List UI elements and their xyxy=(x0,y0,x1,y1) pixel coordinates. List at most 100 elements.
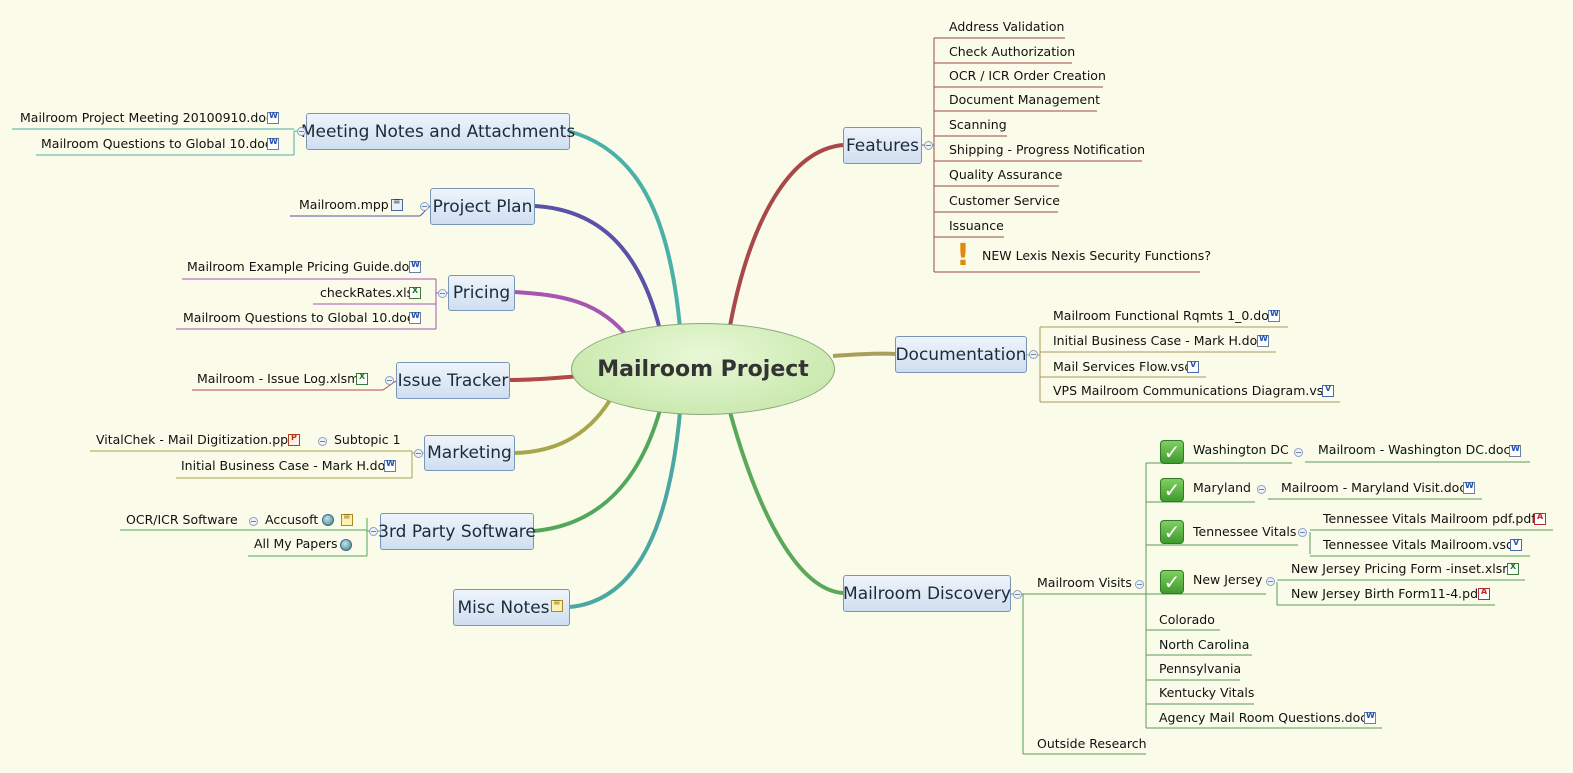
task-complete-check-icon[interactable]: ✓ xyxy=(1160,440,1184,464)
collapse-toggle[interactable] xyxy=(1266,577,1275,586)
topic-label: Misc Notes xyxy=(457,597,550,618)
attachment-link[interactable]: Tennessee Vitals Mailroom.vsd xyxy=(1323,537,1514,552)
topic-mailroom-discovery[interactable]: Mailroom Discovery xyxy=(843,575,1011,612)
pdf-icon xyxy=(1478,587,1490,600)
attachment-link[interactable]: VitalChek - Mail Digitization.ppt xyxy=(96,432,293,447)
subtopic-label[interactable]: Outside Research xyxy=(1037,736,1147,751)
topic-label: Pricing xyxy=(452,283,511,303)
state-visit[interactable]: Pennsylvania xyxy=(1159,661,1242,676)
feature-item[interactable]: Address Validation xyxy=(949,19,1065,34)
task-complete-check-icon[interactable]: ✓ xyxy=(1160,478,1184,502)
state-visit[interactable]: Tennessee Vitals xyxy=(1193,524,1297,539)
word-doc-icon xyxy=(384,459,396,472)
task-complete-check-icon[interactable]: ✓ xyxy=(1160,570,1184,594)
attachment-link[interactable]: VPS Mailroom Communications Diagram.vsd xyxy=(1053,383,1332,398)
collapse-toggle[interactable] xyxy=(297,127,306,136)
feature-item[interactable]: OCR / ICR Order Creation xyxy=(949,68,1106,83)
topic-documentation[interactable]: Documentation xyxy=(895,336,1027,373)
attachment-link[interactable]: Mailroom Project Meeting 20100910.doc xyxy=(20,110,273,125)
topic-label: Marketing xyxy=(427,443,512,463)
subtopic-label[interactable]: Mailroom Visits xyxy=(1037,575,1132,590)
collapse-toggle[interactable] xyxy=(414,449,423,458)
state-visit[interactable]: North Carolina xyxy=(1159,637,1250,652)
web-link-icon xyxy=(322,514,334,526)
topic-features[interactable]: Features xyxy=(843,127,922,164)
attachment-link[interactable]: Mailroom Questions to Global 10.doc xyxy=(183,310,414,325)
attachment-link[interactable]: New Jersey Pricing Form -inset.xlsm xyxy=(1291,561,1515,576)
collapse-toggle[interactable] xyxy=(1298,528,1307,537)
collapse-toggle[interactable] xyxy=(438,289,447,298)
attachment-link[interactable]: checkRates.xls xyxy=(320,285,414,300)
topic-label: Features xyxy=(845,135,920,156)
task-complete-check-icon[interactable]: ✓ xyxy=(1160,520,1184,544)
feature-item[interactable]: Document Management xyxy=(949,92,1101,107)
state-visit[interactable]: Kentucky Vitals xyxy=(1159,685,1255,700)
word-doc-icon xyxy=(1463,481,1475,494)
excel-icon xyxy=(356,372,368,385)
topic-label: Mailroom Discovery xyxy=(843,583,1011,604)
collapse-toggle[interactable] xyxy=(1257,485,1266,494)
collapse-toggle[interactable] xyxy=(1029,350,1038,359)
collapse-toggle[interactable] xyxy=(1135,580,1144,589)
feature-item[interactable]: NEW Lexis Nexis Security Functions? xyxy=(982,248,1211,263)
subtopic-label[interactable]: Accusoft xyxy=(265,512,319,527)
topic-3rd-party-software[interactable]: 3rd Party Software xyxy=(378,513,536,550)
word-doc-icon xyxy=(267,111,279,124)
state-visit[interactable]: New Jersey xyxy=(1193,572,1263,587)
collapse-toggle[interactable] xyxy=(385,376,394,385)
collapse-toggle[interactable] xyxy=(924,141,933,150)
attachment-link[interactable]: Mailroom.mpp xyxy=(299,197,389,212)
note-icon xyxy=(341,512,353,526)
collapse-toggle[interactable] xyxy=(249,517,258,526)
attachment-link[interactable]: Mailroom - Maryland Visit.doc xyxy=(1281,480,1467,495)
attachment-link[interactable]: Mailroom Questions to Global 10.doc xyxy=(41,136,272,151)
collapse-toggle[interactable] xyxy=(318,437,327,446)
priority-exclamation-icon: ! xyxy=(956,238,970,273)
pdf-icon xyxy=(1534,512,1546,525)
subtopic-label[interactable]: OCR/ICR Software xyxy=(126,512,238,527)
visio-icon xyxy=(1510,538,1522,551)
attachment-link[interactable]: Initial Business Case - Mark H.doc xyxy=(1053,333,1265,348)
topic-label: Issue Tracker xyxy=(397,370,509,391)
feature-item[interactable]: Issuance xyxy=(949,218,1004,233)
state-visit[interactable]: Colorado xyxy=(1159,612,1215,627)
attachment-link[interactable]: Mailroom - Issue Log.xlsm xyxy=(197,371,360,386)
feature-item[interactable]: Check Authorization xyxy=(949,44,1076,59)
attachment-link[interactable]: Mailroom - Washington DC.doc xyxy=(1318,442,1511,457)
word-doc-icon xyxy=(409,260,421,273)
excel-icon xyxy=(409,286,421,299)
collapse-toggle[interactable] xyxy=(420,202,429,211)
feature-item[interactable]: Shipping - Progress Notification xyxy=(949,142,1146,157)
feature-item[interactable]: Scanning xyxy=(949,117,1007,132)
topic-label: Meeting Notes and Attachments xyxy=(300,121,576,142)
attachment-link[interactable]: Mailroom Example Pricing Guide.doc xyxy=(187,259,417,274)
collapse-toggle[interactable] xyxy=(1294,448,1303,457)
attachment-link[interactable]: Mail Services Flow.vsd xyxy=(1053,359,1193,374)
topic-project-plan[interactable]: Project Plan xyxy=(430,188,535,225)
attachment-link[interactable]: Mailroom Functional Rqmts 1_0.doc xyxy=(1053,308,1276,323)
attachment-link[interactable]: Tennessee Vitals Mailroom pdf.pdf xyxy=(1323,511,1536,526)
attachment-link[interactable]: Initial Business Case - Mark H.doc xyxy=(181,458,393,473)
state-visit[interactable]: Maryland xyxy=(1193,480,1251,495)
topic-label: 3rd Party Software xyxy=(378,521,536,542)
topic-label: Project Plan xyxy=(432,196,533,217)
topic-marketing[interactable]: Marketing xyxy=(424,435,515,471)
feature-item[interactable]: Customer Service xyxy=(949,193,1060,208)
central-topic-label: Mailroom Project xyxy=(597,356,809,382)
topic-issue-tracker[interactable]: Issue Tracker xyxy=(396,362,510,399)
collapse-toggle[interactable] xyxy=(369,527,378,536)
subtopic-label[interactable]: Subtopic 1 xyxy=(334,432,401,447)
topic-pricing[interactable]: Pricing xyxy=(448,275,515,311)
word-doc-icon xyxy=(1364,711,1376,724)
word-doc-icon xyxy=(1257,334,1269,347)
subtopic-label[interactable]: All My Papers xyxy=(254,536,338,551)
attachment-link[interactable]: New Jersey Birth Form11-4.pdf xyxy=(1291,586,1483,601)
collapse-toggle[interactable] xyxy=(1013,590,1022,599)
state-visit[interactable]: Washington DC xyxy=(1193,442,1289,457)
web-link-icon xyxy=(340,539,352,551)
feature-item[interactable]: Quality Assurance xyxy=(949,167,1063,182)
central-topic[interactable]: Mailroom Project xyxy=(571,323,835,415)
attachment-link[interactable]: Agency Mail Room Questions.doc xyxy=(1159,710,1368,725)
topic-meeting-notes[interactable]: Meeting Notes and Attachments xyxy=(301,113,575,150)
